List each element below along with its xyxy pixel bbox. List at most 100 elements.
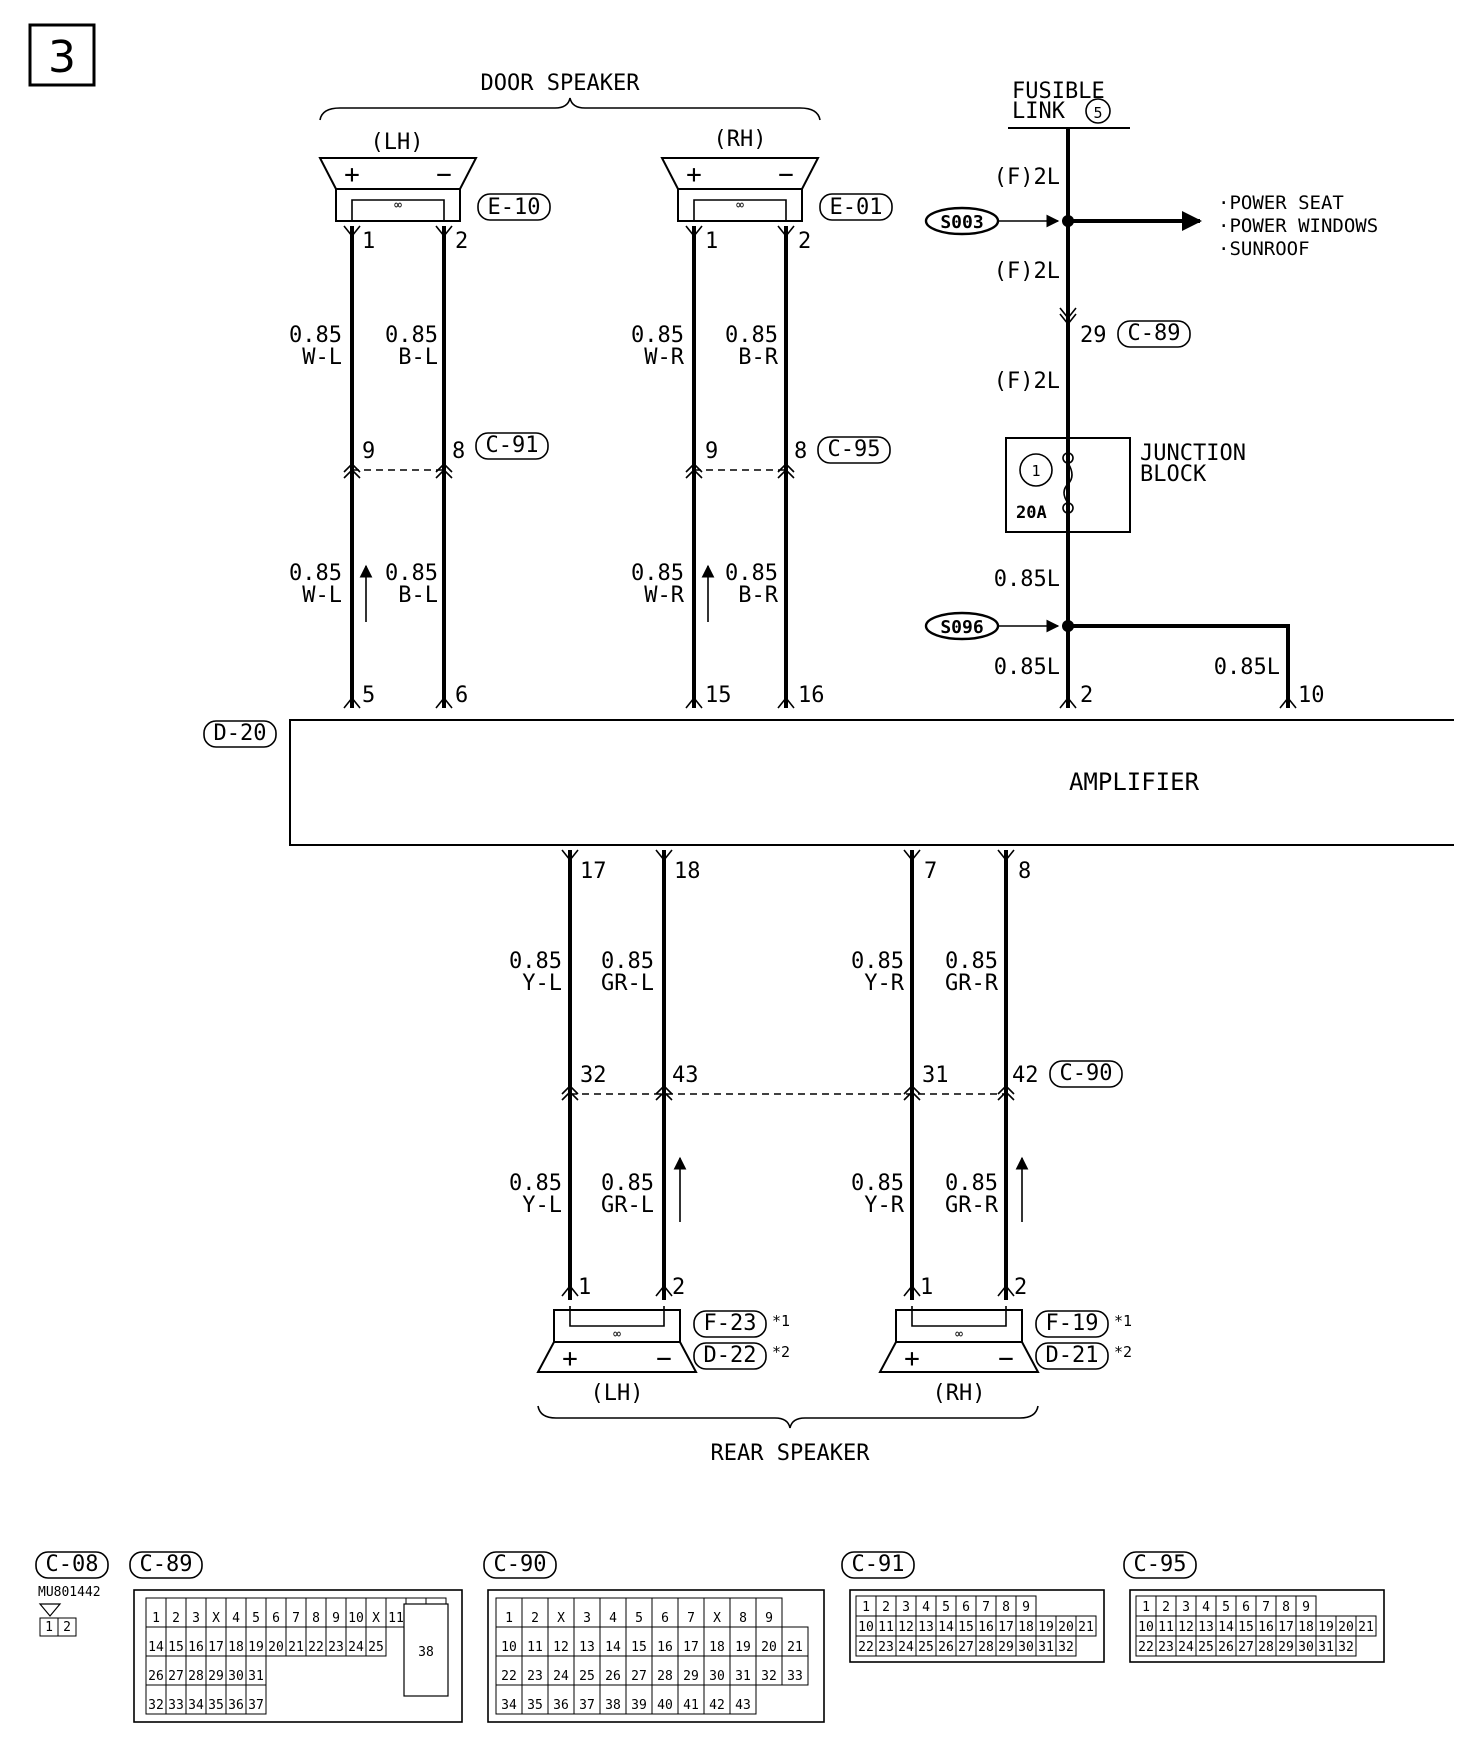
connector-c89-label: C-89 bbox=[140, 1552, 193, 1577]
connector-c89-inline-frame bbox=[1117, 320, 1191, 348]
pin-cell bbox=[729, 1597, 757, 1628]
lh-door-pin-neg: 2 bbox=[455, 229, 468, 254]
pin-number: 13 bbox=[1198, 1620, 1214, 1635]
pin-number: 1 bbox=[862, 1600, 870, 1615]
door-speaker-rh: (RH) + − ∞ bbox=[660, 127, 820, 222]
amp-pin-15: 15 bbox=[705, 683, 732, 708]
door-lh-neg-color-lower: B-L bbox=[398, 583, 438, 608]
pin-number: 31 bbox=[248, 1669, 264, 1684]
pin-cell bbox=[599, 1597, 627, 1628]
pin-number: 34 bbox=[188, 1698, 204, 1713]
pin-number: 21 bbox=[288, 1640, 304, 1655]
pin-cell bbox=[625, 1597, 653, 1628]
pin-number: 10 bbox=[348, 1611, 364, 1626]
pin-cell bbox=[677, 1655, 705, 1686]
rear-lh-neg-color-lower: GR-L bbox=[601, 1193, 654, 1218]
rear-rh-pin-neg: 2 bbox=[1014, 1275, 1027, 1300]
pin-number: 21 bbox=[1078, 1620, 1094, 1635]
pin-number: 38 bbox=[605, 1698, 621, 1713]
rear-speaker-lh-plus: + bbox=[562, 1344, 578, 1374]
pin-number: 8 bbox=[312, 1611, 320, 1626]
pin-number: 4 bbox=[609, 1611, 617, 1626]
rear-speaker-rh-plus: + bbox=[904, 1344, 920, 1374]
pin-number: 29 bbox=[208, 1669, 224, 1684]
pin-number: X bbox=[713, 1611, 721, 1626]
pin-number: 1 bbox=[505, 1611, 513, 1626]
pin-cell bbox=[625, 1655, 653, 1686]
connector-c89-label-frame bbox=[129, 1551, 203, 1579]
pin-cell bbox=[729, 1684, 757, 1715]
rear-lh-neg-color-upper: GR-L bbox=[601, 971, 654, 996]
pin-number: 3 bbox=[1182, 1600, 1190, 1615]
pin-number: 37 bbox=[248, 1698, 264, 1713]
pin-number: 7 bbox=[982, 1600, 990, 1615]
connector-f23-note: *1 bbox=[772, 1312, 790, 1330]
pin-number: 11 bbox=[1158, 1620, 1174, 1635]
pin-number: 8 bbox=[1282, 1600, 1290, 1615]
pin-number: 30 bbox=[1018, 1640, 1034, 1655]
rear-rh-neg-gauge-lower: 0.85 bbox=[945, 1171, 998, 1196]
pin-number: 16 bbox=[978, 1620, 994, 1635]
door-rh-pos-gauge-lower: 0.85 bbox=[631, 561, 684, 586]
pin-number: 15 bbox=[1238, 1620, 1254, 1635]
rear-rh-pos-gauge-lower: 0.85 bbox=[851, 1171, 904, 1196]
pin-cell bbox=[755, 1626, 783, 1657]
fusible-link-label1: FUSIBLE bbox=[1012, 79, 1105, 104]
rear-lh-pin-pos: 1 bbox=[578, 1275, 591, 1300]
door-speaker-lh-plus: + bbox=[344, 160, 360, 190]
pin-number: 30 bbox=[709, 1669, 725, 1684]
rear-speaker-lh-minus: − bbox=[656, 1344, 672, 1374]
pin-number: 10 bbox=[501, 1640, 517, 1655]
pin-number: 3 bbox=[192, 1611, 200, 1626]
amp-pin-18: 18 bbox=[674, 859, 701, 884]
c89-pin: 29 bbox=[1080, 323, 1107, 348]
pin-number: 9 bbox=[1302, 1600, 1310, 1615]
pin-number: 21 bbox=[1358, 1620, 1374, 1635]
pin-number: 9 bbox=[1022, 1600, 1030, 1615]
pin-number: 29 bbox=[1278, 1640, 1294, 1655]
pin-cell bbox=[651, 1655, 679, 1686]
rear-lh-pos-gauge-upper: 0.85 bbox=[509, 949, 562, 974]
pin-number: 26 bbox=[605, 1669, 621, 1684]
wire-085l-1: 0.85L bbox=[994, 567, 1060, 592]
connector-c89-inline: C-89 bbox=[1128, 321, 1181, 346]
amplifier-box bbox=[289, 719, 1454, 846]
rear-lh-pos-color-upper: Y-L bbox=[522, 971, 562, 996]
pin-number: 1 bbox=[45, 1620, 53, 1635]
c90-pin-43: 43 bbox=[672, 1063, 699, 1088]
connector-f19-frame bbox=[1035, 1310, 1109, 1338]
pin-number: 9 bbox=[765, 1611, 773, 1626]
pin-number: 40 bbox=[657, 1698, 673, 1713]
c91-pin-b: 8 bbox=[452, 439, 465, 464]
fuse-number: 1 bbox=[1031, 462, 1040, 480]
pin-number: 16 bbox=[657, 1640, 673, 1655]
pin-number: 33 bbox=[787, 1669, 803, 1684]
connector-f23: F-23 bbox=[704, 1311, 757, 1336]
door-rh-neg-gauge-lower: 0.85 bbox=[725, 561, 778, 586]
connector-c90-inline: C-90 bbox=[1060, 1061, 1113, 1086]
pin-number: 36 bbox=[553, 1698, 569, 1713]
pin-cell bbox=[245, 1684, 267, 1715]
pin-cell bbox=[781, 1655, 809, 1686]
pin-number: 4 bbox=[1202, 1600, 1210, 1615]
pin-number: 3 bbox=[583, 1611, 591, 1626]
connector-c89-big-pin: 38 bbox=[418, 1645, 434, 1660]
connector-c95-label: C-95 bbox=[1134, 1552, 1187, 1577]
rear-lh-pin-neg: 2 bbox=[672, 1275, 685, 1300]
pin-cell bbox=[599, 1684, 627, 1715]
pin-number: 5 bbox=[635, 1611, 643, 1626]
wire-f2l-1: (F)2L bbox=[994, 165, 1060, 190]
pin-cell bbox=[703, 1597, 731, 1628]
connector-e01: E-01 bbox=[830, 195, 883, 220]
rear-rh-pos-color-upper: Y-R bbox=[864, 971, 904, 996]
pin-number: 17 bbox=[998, 1620, 1014, 1635]
pin-number: 19 bbox=[735, 1640, 751, 1655]
splice-s096: S096 bbox=[940, 617, 983, 638]
connector-e10-frame bbox=[477, 193, 551, 221]
pin-cell bbox=[547, 1684, 575, 1715]
door-rh-pos-color-upper: W-R bbox=[644, 345, 684, 370]
pin-number: 10 bbox=[858, 1620, 874, 1635]
